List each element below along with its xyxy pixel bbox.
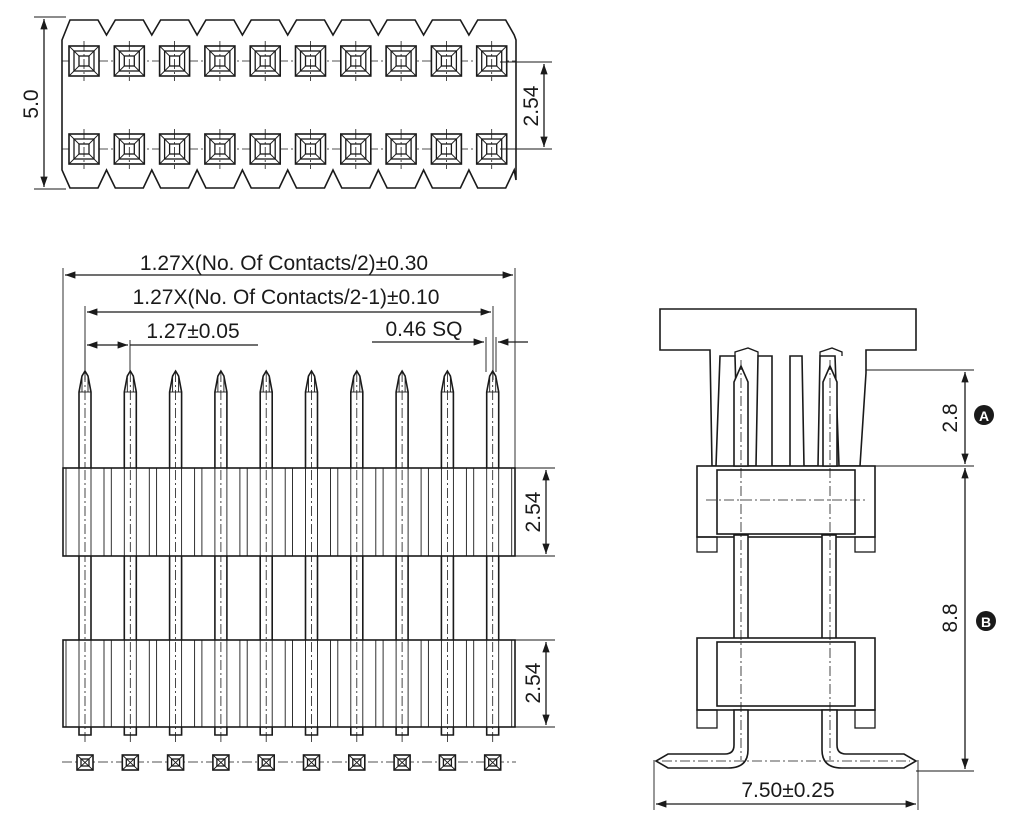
lower-body-label: 2.54 <box>522 662 545 703</box>
top-contact-pad <box>249 129 281 169</box>
upper-body-dimension: 2.54 <box>515 467 555 557</box>
foot-span-dimension: 7.50±0.25 <box>653 760 919 810</box>
foot-span-label: 7.50±0.25 <box>741 779 834 802</box>
side-upper-body-inner <box>716 469 856 535</box>
pin-end-section <box>347 754 366 771</box>
dimension-a: 2.8 A <box>866 369 994 467</box>
pin-end-section <box>166 754 185 771</box>
right-bent-foot <box>821 709 918 769</box>
top-contact-pad <box>339 129 372 169</box>
marker-a-label: A <box>979 408 989 424</box>
top-contact-pad <box>249 41 281 81</box>
upper-body-label: 2.54 <box>522 491 545 532</box>
top-contact-pad <box>339 41 372 81</box>
pin-end-section <box>212 754 230 771</box>
top-contact-pad <box>68 129 100 169</box>
pin-size-label: 0.46 SQ <box>385 318 462 341</box>
marker-b-label: B <box>981 614 991 630</box>
top-view-height-dimension: 5.0 <box>20 16 66 190</box>
top-view-pitch-label: 2.54 <box>520 85 543 126</box>
front-view: 1.27X(No. Of Contacts/2)±0.30 1.27X(No. … <box>62 252 555 771</box>
pin-end-section <box>76 754 94 771</box>
side-view: 2.8 A 8.8 B 7.50±0.25 <box>653 308 996 810</box>
pick-up-cap <box>659 308 917 467</box>
top-contact-pad <box>385 41 417 81</box>
overall-length-dimension: 1.27X(No. Of Contacts/2)±0.30 <box>62 252 516 470</box>
top-view-pads <box>62 41 516 169</box>
top-contact-pad <box>158 129 191 169</box>
upper-insulator-body <box>62 467 516 557</box>
marker-a-badge <box>974 405 994 425</box>
top-contact-pad <box>68 41 100 81</box>
pin-end-section <box>393 754 411 771</box>
top-contact-pad <box>204 41 236 81</box>
front-view-pin-ends <box>62 754 516 771</box>
front-view-bodies <box>62 467 516 728</box>
dimension-a-label: 2.8 <box>939 403 962 432</box>
marker-b-badge <box>976 611 996 631</box>
top-contact-pad <box>294 41 327 81</box>
lower-body-dimension: 2.54 <box>515 639 555 728</box>
pin-end-section <box>257 754 276 771</box>
pin-end-section <box>302 754 321 771</box>
top-view-pitch-dimension: 2.54 <box>500 61 552 150</box>
top-contact-pad <box>475 41 508 81</box>
lower-insulator-body <box>62 639 516 728</box>
pin-span-label: 1.27X(No. Of Contacts/2-1)±0.10 <box>133 286 440 309</box>
dimension-b-label: 8.8 <box>939 603 962 632</box>
top-contact-pad <box>385 129 417 169</box>
pin-end-section <box>121 754 140 771</box>
top-contact-pad <box>113 129 146 169</box>
pitch-label: 1.27±0.05 <box>146 320 239 343</box>
pin-end-section <box>483 754 502 771</box>
top-contact-pad <box>430 41 463 81</box>
top-contact-pad <box>204 129 236 169</box>
top-contact-pad <box>113 41 146 81</box>
pitch-dimension: 1.27±0.05 <box>84 320 258 372</box>
left-bent-foot <box>654 709 749 769</box>
top-contact-pad <box>294 129 327 169</box>
overall-length-label: 1.27X(No. Of Contacts/2)±0.30 <box>140 252 428 275</box>
pin-size-dimension: 0.46 SQ <box>372 318 528 372</box>
top-view-height-label: 5.0 <box>20 89 43 118</box>
dimension-b: 8.8 B <box>916 468 996 772</box>
top-contact-pad <box>158 41 191 81</box>
pin-end-section <box>438 754 457 771</box>
top-view: 5.0 2.54 <box>20 16 552 190</box>
top-contact-pad <box>430 129 463 169</box>
